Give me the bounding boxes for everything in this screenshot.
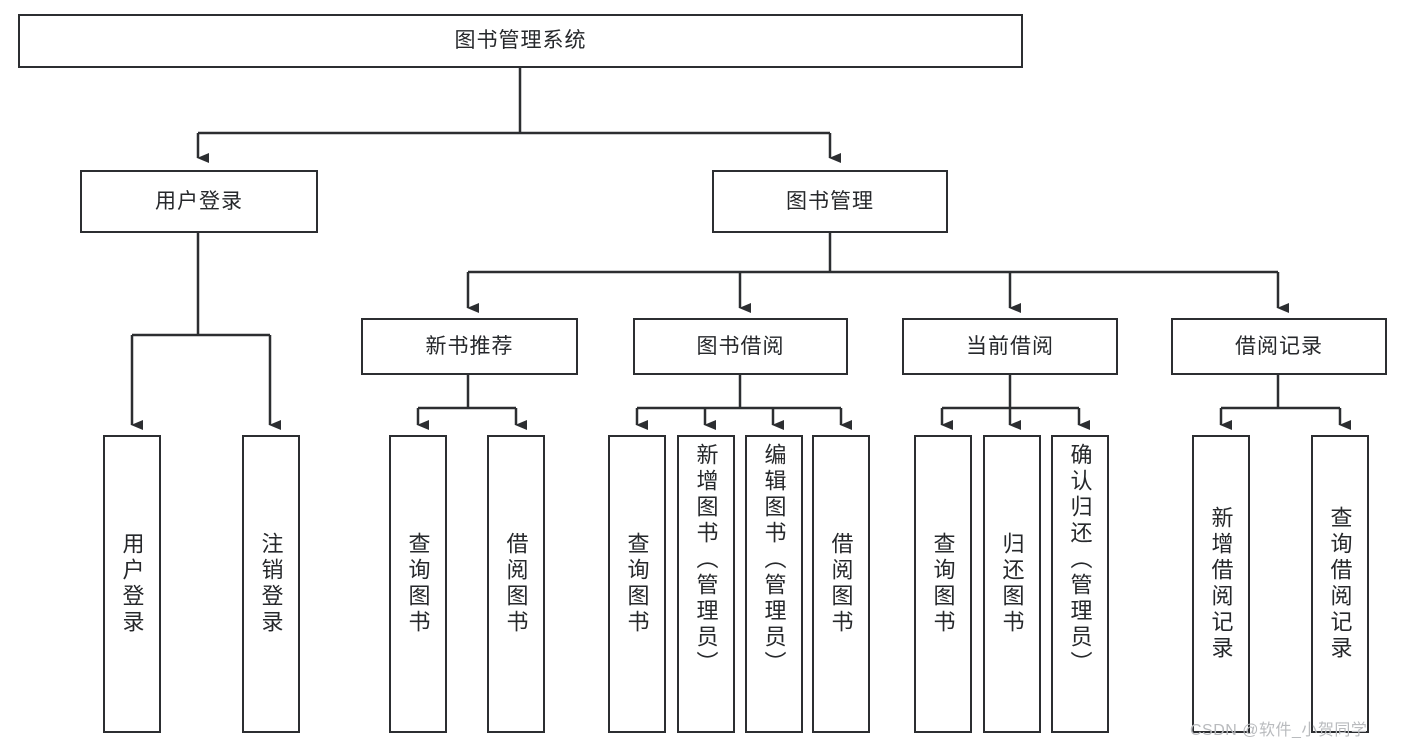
node-label: 图书借阅 [696, 334, 785, 358]
node-label: 用户登录 [119, 532, 145, 636]
leaf-borrow-book[interactable]: 借阅图书 [812, 435, 870, 733]
leaf-add-borrow-record[interactable]: 新增借阅记录 [1192, 435, 1250, 733]
leaf-query-book-current[interactable]: 查询图书 [914, 435, 972, 733]
node-label: 查询借阅记录 [1327, 506, 1353, 662]
node-root[interactable]: 图书管理系统 [18, 14, 1023, 68]
leaf-add-book-admin[interactable]: 新增图书（管理员） [677, 435, 735, 733]
leaf-confirm-return-admin[interactable]: 确认归还（管理员） [1051, 435, 1109, 733]
node-label: 确认归还（管理员） [1067, 443, 1093, 677]
node-user-login[interactable]: 用户登录 [80, 170, 318, 233]
node-label: 查询图书 [930, 532, 956, 636]
node-new-book-recommend[interactable]: 新书推荐 [361, 318, 578, 375]
node-label: 用户登录 [155, 189, 243, 213]
leaf-query-book-newbook[interactable]: 查询图书 [389, 435, 447, 733]
leaf-user-login[interactable]: 用户登录 [103, 435, 161, 733]
node-label: 注销登录 [258, 532, 284, 636]
node-label: 归还图书 [999, 532, 1025, 636]
node-label: 借阅图书 [828, 532, 854, 636]
node-label: 借阅图书 [503, 532, 529, 636]
leaf-return-book[interactable]: 归还图书 [983, 435, 1041, 733]
node-label: 新增借阅记录 [1208, 506, 1234, 662]
leaf-edit-book-admin[interactable]: 编辑图书（管理员） [745, 435, 803, 733]
node-label: 图书管理系统 [454, 29, 587, 53]
leaf-borrow-book-newbook[interactable]: 借阅图书 [487, 435, 545, 733]
node-label: 新增图书（管理员） [693, 443, 719, 677]
node-label: 当前借阅 [966, 334, 1054, 358]
node-label: 借阅记录 [1235, 334, 1323, 358]
node-label: 编辑图书（管理员） [761, 443, 787, 677]
node-book-management[interactable]: 图书管理 [712, 170, 948, 233]
node-book-borrow[interactable]: 图书借阅 [633, 318, 848, 375]
leaf-logout[interactable]: 注销登录 [242, 435, 300, 733]
leaf-query-borrow-record[interactable]: 查询借阅记录 [1311, 435, 1369, 733]
node-label: 查询图书 [624, 532, 650, 636]
leaf-query-book-borrow[interactable]: 查询图书 [608, 435, 666, 733]
csdn-watermark: CSDN @软件_小贺同学 [1190, 722, 1368, 739]
node-label: 新书推荐 [425, 334, 514, 358]
node-label: 图书管理 [786, 189, 874, 213]
node-current-borrow[interactable]: 当前借阅 [902, 318, 1118, 375]
node-label: 查询图书 [405, 532, 431, 636]
node-borrow-record[interactable]: 借阅记录 [1171, 318, 1387, 375]
